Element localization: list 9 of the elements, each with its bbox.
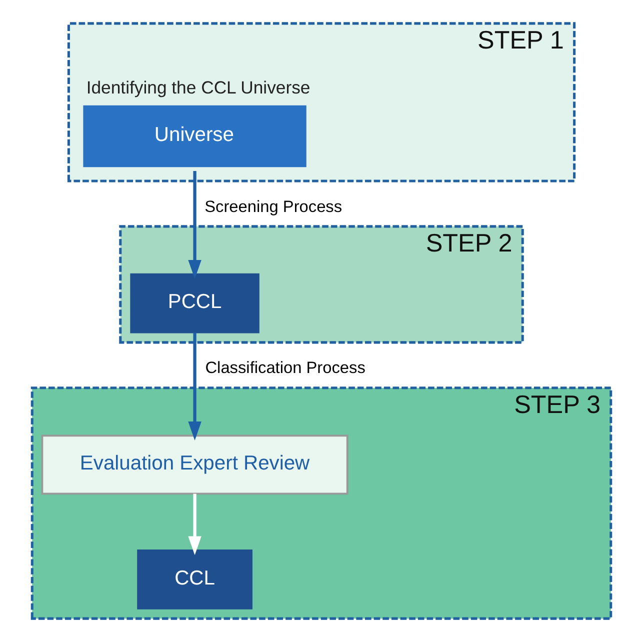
node-label: Identifying the CCL Universe (86, 78, 310, 98)
node-box: CCL (137, 550, 252, 610)
node-box: PCCL (130, 273, 260, 334)
edge-label: Screening Process (204, 198, 342, 216)
edge-label: Classification Process (205, 359, 366, 378)
arrow (188, 494, 202, 556)
arrow (188, 332, 202, 440)
arrow (188, 171, 202, 279)
node-box: Evaluation Expert Review (41, 434, 348, 495)
